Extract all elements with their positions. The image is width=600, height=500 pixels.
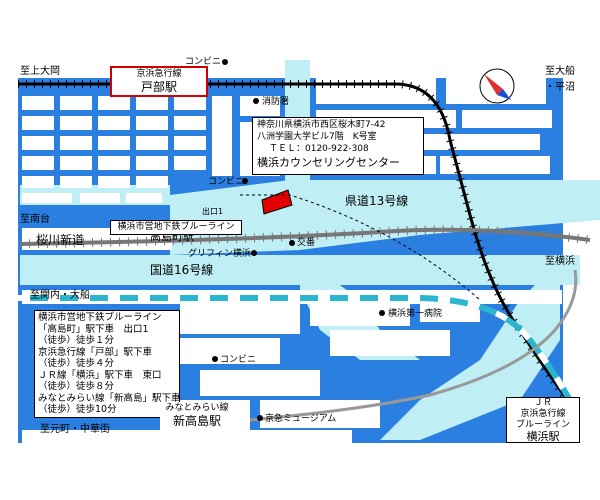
label-to-ofuna: 至大船 — [545, 64, 575, 77]
label-sakuragawa: 桜川新道 — [36, 232, 84, 247]
label-to-kamiooka: 至上大岡 — [20, 64, 60, 77]
landmark-convenience2: コンビニ — [208, 176, 244, 187]
yokohama-keikyu-label: 京浜急行線 — [520, 409, 566, 419]
landmark-convenience3: コンビニ — [220, 354, 256, 365]
landmark-fire-station-dot — [253, 98, 259, 104]
landmark-fire-station: 消防署 — [262, 95, 289, 107]
landmark-convenience2-dot — [242, 178, 248, 184]
office-building: 八洲学園大学ビル7階 K号室 — [257, 132, 377, 142]
tobe-station-line-label: 京浜急行線 — [136, 69, 182, 79]
access-line: （徒歩）徒歩４分 — [38, 358, 115, 369]
subway-line-label: 横浜市営地下鉄ブルーライン — [117, 222, 235, 232]
tobe-station-box: 京浜急行線 戸部駅 — [110, 66, 208, 97]
office-building-marker — [261, 189, 293, 215]
landmark-koban-dot — [289, 240, 295, 246]
access-line: 京浜急行線「戸部」駅下車 — [38, 346, 153, 358]
shintakashima-station-box: みなとみらい線 新高島駅 — [160, 402, 234, 430]
access-line: 横浜市営地下鉄ブルーライン — [38, 312, 162, 323]
minatomirai-railway-dash — [18, 295, 578, 412]
label-route13: 県道13号線 — [345, 193, 408, 208]
minatomirai-line-label: みなとみらい線 — [165, 403, 229, 413]
landmark-convenience1: コンビニ — [185, 56, 221, 67]
label-to-sekinai: 至関内・大船 — [30, 288, 90, 301]
office-name: 横浜カウンセリングセンター — [257, 156, 400, 169]
landmark-keikyu-museum: 京急ミュージアム — [265, 412, 336, 424]
subway-line-label-box: 横浜市営地下鉄ブルーライン — [110, 220, 242, 235]
access-info-box: 横浜市営地下鉄ブルーライン 「高島町」駅下車 出口1 （徒歩）徒歩１分 京浜急行… — [34, 310, 181, 418]
label-to-minami: 至南台 — [20, 212, 50, 225]
office-address: 神奈川県横浜市西区桜木町7-42 — [257, 120, 386, 130]
jr-railway — [19, 227, 591, 246]
access-line: ＪＲ線「横浜」駅下車 東口 — [38, 369, 162, 381]
landmark-exit1: 出口1 — [202, 206, 223, 216]
access-line: （徒歩）徒歩１分 — [38, 335, 115, 346]
yokohama-jr-label: ＪＲ — [533, 398, 552, 408]
landmark-keikyu-museum-dot — [257, 415, 263, 421]
keikyu-railway-ties — [18, 80, 579, 413]
compass-icon — [479, 68, 515, 104]
landmark-hospital-dot — [379, 310, 385, 316]
yokohama-blueline-label: ブルーライン — [515, 420, 570, 430]
label-to-yokohama: 至横浜 — [545, 254, 575, 267]
yokohama-station-box: ＪＲ 京浜急行線 ブルーライン 横浜駅 — [506, 397, 580, 443]
tobe-station-name: 戸部駅 — [140, 80, 177, 94]
access-line: 「高島町」駅下車 出口1 — [38, 323, 149, 335]
landmark-griffin: グリフィン横浜 — [188, 247, 251, 259]
landmark-convenience1-dot — [222, 59, 228, 65]
shintakashima-station-name: 新高島駅 — [172, 414, 221, 428]
landmark-hospital: 横浜第一病院 — [388, 307, 442, 319]
yokohama-station-name: 横浜駅 — [526, 430, 560, 443]
landmark-griffin-dot — [251, 250, 257, 256]
minatomirai-grey — [249, 269, 578, 422]
office-info-box: 神奈川県横浜市西区桜木町7-42 八洲学園大学ビル7階 K号室 ＴＥＬ：0120… — [252, 117, 424, 175]
landmark-koban: 交番 — [297, 236, 315, 248]
label-route16: 国道16号線 — [150, 262, 213, 277]
access-line: （徒歩）徒歩８分 — [38, 381, 115, 392]
access-line: （徒歩）徒歩10分 — [38, 404, 117, 415]
blueline-subway — [240, 194, 481, 301]
access-line: みなとみらい線「新高島」駅下車 — [38, 392, 181, 404]
label-to-hiranuma: ・平沼 — [545, 80, 575, 93]
landmark-convenience3-dot — [212, 356, 218, 362]
office-tel: ＴＥＬ：0120-922-308 — [269, 144, 369, 154]
label-to-motomachi: 至元町・中華街 — [40, 422, 110, 435]
